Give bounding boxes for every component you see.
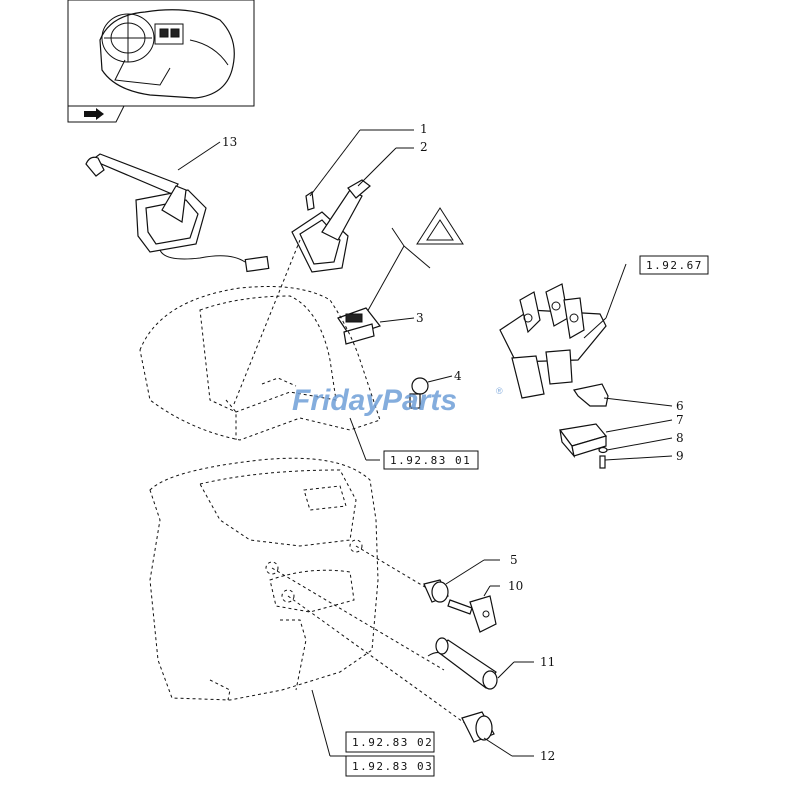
socket-12 (461, 711, 495, 743)
lever-assembly-2 (291, 179, 371, 273)
callout-9[interactable]: 9 (676, 449, 684, 463)
callout-13[interactable]: 13 (222, 135, 237, 149)
callout-4[interactable]: 4 (454, 369, 462, 383)
callout-7[interactable]: 7 (676, 413, 684, 427)
screw-9 (599, 455, 606, 469)
washer-8 (598, 446, 608, 454)
arrow-nav-icon (84, 108, 104, 120)
ref-box-1928303[interactable]: 1.92.83 03 (345, 755, 435, 777)
callout-6[interactable]: 6 (676, 399, 684, 413)
callout-3[interactable]: 3 (416, 311, 424, 325)
callout-11[interactable]: 11 (540, 655, 555, 669)
ref-box-1928301[interactable]: 1.92.83 01 (383, 450, 479, 470)
cigar-lighter-11 (427, 637, 498, 690)
callout-8[interactable]: 8 (676, 431, 684, 445)
inset-thumbnail (67, 0, 255, 107)
key-10 (447, 595, 497, 633)
ref-label: 1.92.83 02 (352, 736, 433, 749)
ref-label: 1.92.83 01 (390, 454, 471, 467)
callout-10[interactable]: 10 (508, 579, 523, 593)
switch-5 (423, 579, 449, 603)
multifunction-switch-13 (85, 141, 270, 273)
dashboard-upper-console (139, 239, 381, 441)
nav-tab[interactable] (67, 105, 125, 123)
ref-box-19267[interactable]: 1.92.67 (639, 255, 709, 275)
callout-1[interactable]: 1 (420, 122, 428, 136)
watermark-part-2: Parts (382, 384, 457, 417)
watermark-part-1: Friday (292, 384, 383, 417)
ref-label: 1.92.67 (646, 259, 703, 272)
callout-5[interactable]: 5 (510, 553, 518, 567)
ref-label: 1.92.83 03 (352, 760, 433, 773)
watermark-registered: ® (496, 386, 503, 396)
switch-4 (409, 375, 453, 409)
plate-6 (573, 383, 609, 407)
tractor-cab-thumbnail (99, 9, 235, 99)
watermark: FridayParts ® (292, 384, 503, 417)
bracket-assembly (499, 283, 607, 399)
dashboard-lower-panel (149, 457, 379, 701)
watermark-text: FridayParts (292, 384, 457, 417)
callout-2[interactable]: 2 (420, 140, 428, 154)
hazard-warning-icon (416, 207, 464, 245)
screw-1 (305, 190, 315, 211)
ref-box-1928302[interactable]: 1.92.83 02 (345, 731, 435, 753)
callout-12[interactable]: 12 (540, 749, 555, 763)
relay-7 (558, 423, 608, 459)
hazard-switch-3 (337, 307, 381, 345)
